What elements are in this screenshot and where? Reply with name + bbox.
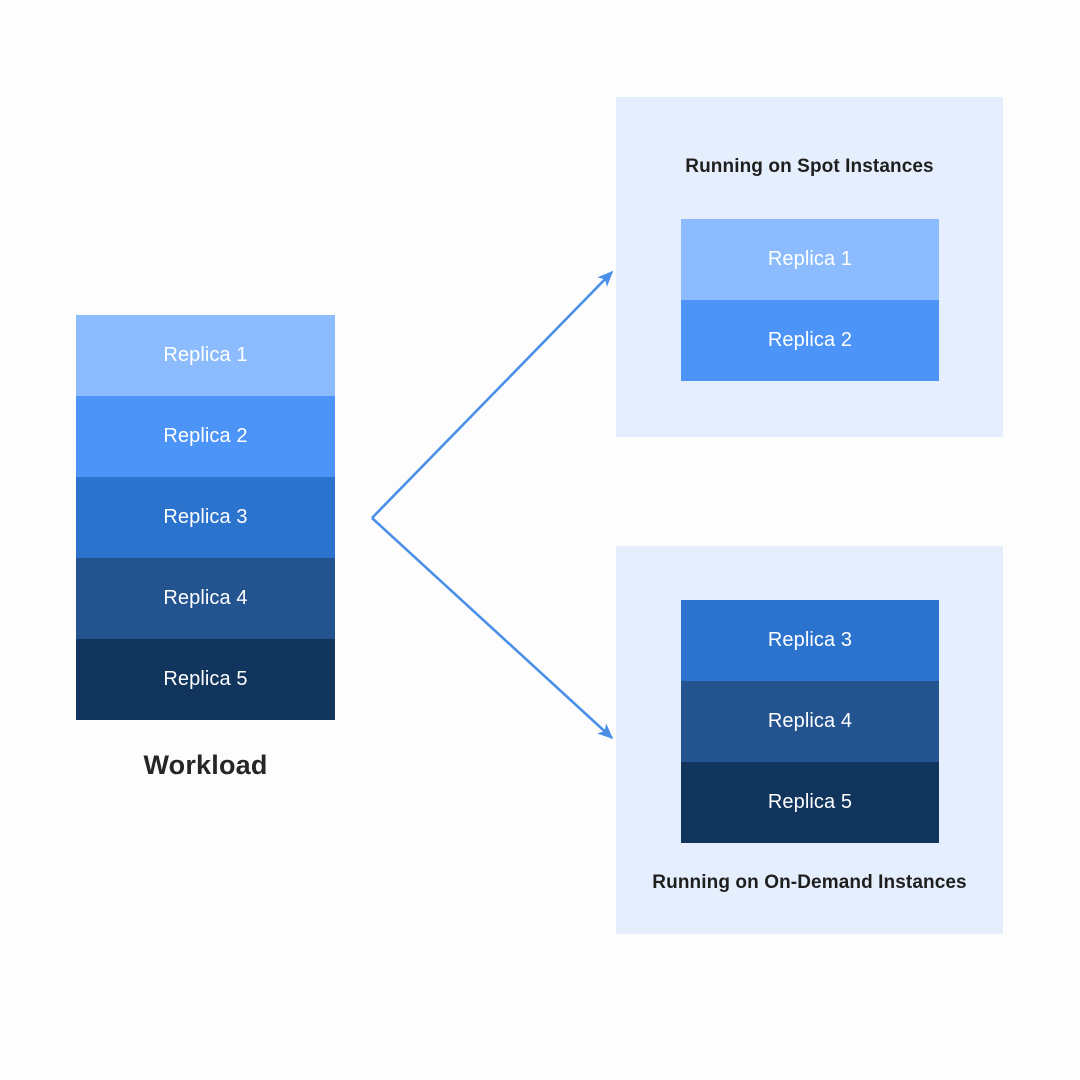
arrow-to-ondemand — [371, 517, 614, 740]
workload-replica-3[interactable]: Replica 3 — [76, 477, 335, 558]
ondemand-replica-3[interactable]: Replica 3 — [681, 600, 939, 681]
spot-replica-2[interactable]: Replica 2 — [681, 300, 939, 381]
workload-replica-4[interactable]: Replica 4 — [76, 558, 335, 639]
spot-replica-list: Replica 1 Replica 2 — [681, 219, 939, 381]
spot-instances-title: Running on Spot Instances — [685, 156, 934, 177]
arrow-to-spot — [371, 270, 614, 519]
workload-replica-2[interactable]: Replica 2 — [76, 396, 335, 477]
workload-stack: Replica 1 Replica 2 Replica 3 Replica 4 … — [76, 315, 335, 720]
workload-replica-5[interactable]: Replica 5 — [76, 639, 335, 720]
ondemand-replica-list: Replica 3 Replica 4 Replica 5 — [681, 600, 939, 843]
workload-replica-1[interactable]: Replica 1 — [76, 315, 335, 396]
ondemand-replica-4[interactable]: Replica 4 — [681, 681, 939, 762]
spot-replica-1[interactable]: Replica 1 — [681, 219, 939, 300]
workload-label: Workload — [143, 750, 268, 780]
ondemand-instances-title: Running on On-Demand Instances — [652, 872, 967, 893]
ondemand-replica-5[interactable]: Replica 5 — [681, 762, 939, 843]
workload-replica-list: Replica 1 Replica 2 Replica 3 Replica 4 … — [76, 315, 335, 720]
